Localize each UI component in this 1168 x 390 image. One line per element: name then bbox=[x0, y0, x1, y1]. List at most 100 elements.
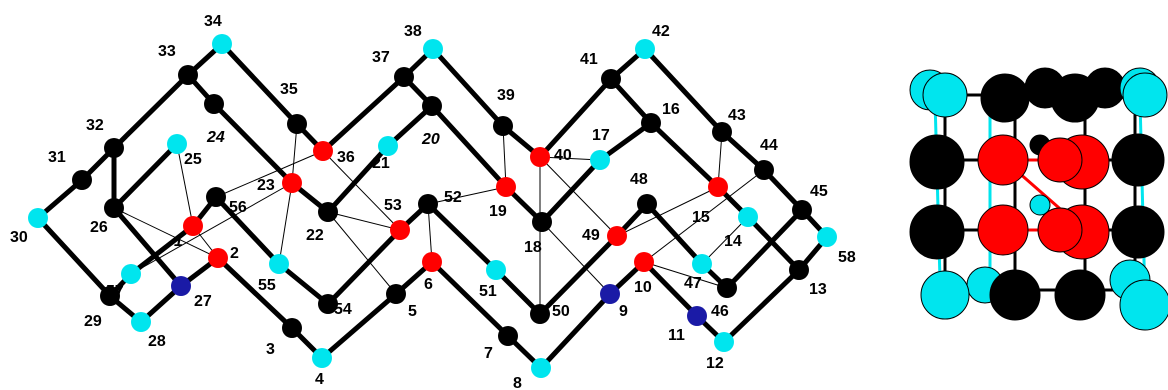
atom-21 bbox=[378, 136, 398, 156]
thin-bond-22-5 bbox=[327, 211, 397, 295]
atom-label-45: 45 bbox=[810, 183, 828, 200]
thin-bond-40-49 bbox=[539, 156, 618, 237]
atom-label-12: 12 bbox=[706, 355, 724, 372]
bond-54-53 bbox=[325, 227, 403, 307]
atom-33 bbox=[178, 65, 198, 85]
atom-47 bbox=[692, 254, 712, 274]
atom-label-37: 37 bbox=[372, 49, 390, 66]
atom-2 bbox=[208, 248, 228, 268]
atom-label-30: 30 bbox=[10, 229, 28, 246]
atom-51 bbox=[486, 260, 506, 280]
atom-label-44: 44 bbox=[760, 137, 778, 154]
atom-label-3: 3 bbox=[266, 341, 275, 358]
atom-label-24: 24 bbox=[206, 129, 225, 146]
bond-48-47 bbox=[644, 201, 705, 267]
atom-31 bbox=[72, 170, 92, 190]
atom-44 bbox=[754, 160, 774, 180]
atom-30 bbox=[28, 208, 48, 228]
atom-10 bbox=[634, 252, 654, 272]
thin-bond-49-15 bbox=[616, 186, 719, 237]
atom-label-6: 6 bbox=[424, 276, 433, 293]
bond-32-33 bbox=[111, 72, 191, 151]
atom-5 bbox=[386, 284, 406, 304]
bond-26-27 bbox=[111, 205, 184, 289]
atom-label-35: 35 bbox=[280, 81, 298, 98]
atom-49 bbox=[607, 226, 627, 246]
atom-label-36: 36 bbox=[337, 149, 355, 166]
bond-52-51 bbox=[425, 201, 499, 273]
atom-label-20: 20 bbox=[421, 131, 440, 148]
atom-27 bbox=[171, 276, 191, 296]
atom-label-19: 19 bbox=[489, 203, 507, 220]
atom-32 bbox=[104, 138, 124, 158]
atom-9 bbox=[600, 284, 620, 304]
atom-19 bbox=[496, 177, 516, 197]
atom-layer bbox=[28, 34, 837, 378]
thin-bond-40-17 bbox=[539, 156, 601, 161]
atom-20 bbox=[422, 96, 442, 116]
bond-30-29 bbox=[35, 215, 113, 299]
atom-label-10: 10 bbox=[634, 279, 652, 296]
atom-label-39: 39 bbox=[497, 87, 515, 104]
atom-46 bbox=[717, 278, 737, 298]
atom-12 bbox=[714, 332, 734, 352]
atom-label-53: 53 bbox=[384, 197, 402, 214]
atom-label-18: 18 bbox=[524, 239, 542, 256]
ball-model-front-row bbox=[909, 72, 1168, 331]
atom-57 bbox=[121, 264, 141, 284]
atom-45 bbox=[792, 200, 812, 220]
atom-label-25: 25 bbox=[184, 151, 202, 168]
atom-1 bbox=[183, 216, 203, 236]
bond-51-50 bbox=[493, 267, 543, 317]
atom-label-50: 50 bbox=[552, 303, 570, 320]
atom-label-9: 9 bbox=[619, 303, 628, 320]
atom-26 bbox=[104, 198, 124, 218]
atom-label-28: 28 bbox=[148, 333, 166, 350]
atom-58 bbox=[817, 227, 837, 247]
atom-label-38: 38 bbox=[404, 23, 422, 40]
thin-bond-56-36 bbox=[215, 150, 324, 198]
bond-12-13 bbox=[721, 267, 802, 345]
atom-label-51: 51 bbox=[479, 283, 497, 300]
atom-label-46: 46 bbox=[711, 303, 729, 320]
atom-label-32: 32 bbox=[86, 117, 104, 134]
thin-bond-23-55 bbox=[278, 182, 293, 265]
atom-41 bbox=[601, 69, 621, 89]
thin-bond-1-25 bbox=[176, 143, 194, 227]
bond-10-11 bbox=[641, 259, 700, 319]
atom-22 bbox=[318, 202, 338, 222]
atom-label-22: 22 bbox=[306, 227, 324, 244]
atom-label-49: 49 bbox=[582, 227, 600, 244]
atom-label-17: 17 bbox=[592, 127, 610, 144]
bond-55-54 bbox=[276, 261, 331, 307]
bond-20-19 bbox=[429, 103, 509, 190]
bond-16-15 bbox=[648, 120, 721, 190]
atom-28 bbox=[131, 312, 151, 332]
thin-bond-52-19 bbox=[427, 186, 507, 205]
bond-34-35 bbox=[219, 41, 300, 127]
bond-22-21 bbox=[325, 143, 391, 215]
atom-18 bbox=[532, 212, 552, 232]
bond-57-1 bbox=[128, 223, 196, 277]
atom-label-4: 4 bbox=[315, 371, 324, 388]
atom-label-1: 1 bbox=[174, 233, 183, 250]
atom-label-layer: 1234567891011121314151617181920212223242… bbox=[10, 13, 856, 390]
atom-label-31: 31 bbox=[48, 149, 66, 166]
bond-8-9 bbox=[538, 291, 613, 371]
thin-bond-10-44 bbox=[643, 169, 765, 263]
bond-38-39 bbox=[430, 46, 506, 129]
atom-label-26: 26 bbox=[90, 219, 108, 236]
atom-40 bbox=[530, 147, 550, 167]
atom-label-33: 33 bbox=[158, 43, 176, 60]
thin-bond-10-46 bbox=[643, 261, 728, 289]
atom-label-15: 15 bbox=[692, 209, 710, 226]
atom-50 bbox=[530, 304, 550, 324]
atom-label-57: 57 bbox=[106, 283, 124, 300]
atom-3 bbox=[282, 318, 302, 338]
atom-label-5: 5 bbox=[408, 303, 417, 320]
atom-label-8: 8 bbox=[513, 375, 522, 390]
bond-17-16 bbox=[597, 120, 654, 163]
atom-6 bbox=[422, 252, 442, 272]
thin-bond-26-2 bbox=[113, 207, 219, 259]
